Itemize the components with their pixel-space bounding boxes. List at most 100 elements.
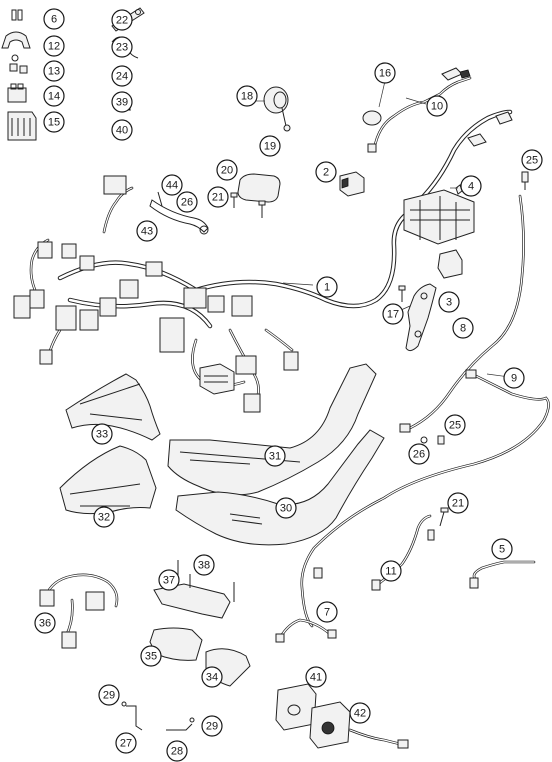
part-21-bolt bbox=[230, 192, 266, 218]
callout-39: 39 bbox=[111, 91, 133, 113]
callout-5: 5 bbox=[491, 538, 513, 560]
callout-circle bbox=[216, 159, 238, 181]
callout-21: 21 bbox=[207, 186, 229, 208]
part-2-relay bbox=[339, 171, 365, 197]
callout-label: 25 bbox=[526, 155, 538, 167]
callout-circle bbox=[305, 666, 327, 688]
callout-label: 24 bbox=[116, 71, 128, 83]
callout-circle bbox=[491, 538, 513, 560]
callout-label: 26 bbox=[413, 449, 425, 461]
callout-15: 15 bbox=[43, 111, 65, 133]
part-12-bracket bbox=[1, 31, 31, 49]
callout-circle bbox=[43, 35, 65, 57]
callout-23: 23 bbox=[111, 36, 133, 58]
callout-circle bbox=[452, 317, 474, 339]
callout-29: 29 bbox=[98, 684, 120, 706]
callout-29: 29 bbox=[201, 715, 223, 737]
callout-label: 13 bbox=[48, 66, 60, 78]
part-32-bracket bbox=[59, 445, 157, 515]
callout-label: 18 bbox=[241, 91, 253, 103]
part-20-cover bbox=[237, 173, 281, 203]
callout-label: 33 bbox=[96, 429, 108, 441]
callout-circle bbox=[521, 149, 543, 171]
callout-label: 34 bbox=[206, 672, 218, 684]
callout-label: 21 bbox=[212, 192, 224, 204]
callout-circle bbox=[43, 8, 65, 30]
callout-36: 36 bbox=[34, 612, 56, 634]
callout-26: 26 bbox=[176, 191, 198, 213]
callout-label: 29 bbox=[103, 690, 115, 702]
callout-16: 16 bbox=[374, 62, 396, 84]
callout-label: 39 bbox=[116, 97, 128, 109]
part-37-bracket bbox=[153, 560, 235, 619]
callout-circle bbox=[259, 135, 281, 157]
callout-label: 22 bbox=[116, 15, 128, 27]
callout-21: 21 bbox=[447, 492, 469, 514]
part-14-fuse-holder bbox=[7, 83, 27, 103]
callout-circle bbox=[34, 612, 56, 634]
callout-circle bbox=[316, 601, 338, 623]
callout-4: 4 bbox=[460, 175, 482, 197]
callout-circle bbox=[115, 732, 137, 754]
callout-label: 27 bbox=[120, 738, 132, 750]
part-19-screw bbox=[281, 107, 291, 132]
callout-circle bbox=[111, 36, 133, 58]
callout-label: 21 bbox=[452, 498, 464, 510]
callout-label: 29 bbox=[206, 721, 218, 733]
part-17-bolt bbox=[398, 285, 406, 302]
callout-label: 11 bbox=[385, 566, 396, 578]
callout-circle bbox=[408, 443, 430, 465]
callout-32: 32 bbox=[93, 506, 115, 528]
callout-label: 7 bbox=[324, 607, 330, 619]
callout-circle bbox=[98, 684, 120, 706]
part-15-fuse-box bbox=[7, 111, 37, 141]
callout-circle bbox=[207, 186, 229, 208]
callout-circle bbox=[374, 62, 396, 84]
callout-label: 44 bbox=[166, 180, 178, 192]
callout-13: 13 bbox=[43, 60, 65, 82]
callout-25: 25 bbox=[444, 414, 466, 436]
callout-22: 22 bbox=[111, 9, 133, 31]
callout-label: 23 bbox=[116, 42, 128, 54]
callout-circle bbox=[438, 291, 460, 313]
part-10-harness bbox=[362, 67, 472, 153]
callout-8: 8 bbox=[452, 317, 474, 339]
callout-label: 6 bbox=[51, 14, 57, 26]
callout-circle bbox=[380, 560, 402, 582]
callout-17: 17 bbox=[382, 303, 404, 325]
callout-circle bbox=[111, 91, 133, 113]
part-41-holder bbox=[275, 683, 317, 731]
callout-7: 7 bbox=[316, 601, 338, 623]
callout-circle bbox=[193, 554, 215, 576]
callout-26: 26 bbox=[408, 443, 430, 465]
callout-label: 32 bbox=[98, 512, 110, 524]
callout-circle bbox=[43, 85, 65, 107]
callout-18: 18 bbox=[236, 85, 258, 107]
callout-label: 8 bbox=[460, 323, 466, 335]
callout-label: 5 bbox=[499, 544, 505, 556]
part-6-clip bbox=[11, 9, 23, 21]
callout-circle bbox=[111, 9, 133, 31]
callout-circle bbox=[136, 220, 158, 242]
callout-34: 34 bbox=[201, 666, 223, 688]
callout-circle bbox=[444, 414, 466, 436]
callout-circle bbox=[382, 303, 404, 325]
callout-circle bbox=[316, 276, 338, 298]
callout-circle bbox=[176, 191, 198, 213]
callout-10: 10 bbox=[426, 95, 448, 117]
part-5-cable bbox=[469, 560, 536, 589]
callout-44: 44 bbox=[161, 174, 183, 196]
callout-circle bbox=[43, 60, 65, 82]
callout-circle bbox=[236, 85, 258, 107]
callout-label: 40 bbox=[116, 125, 128, 137]
callout-label: 4 bbox=[468, 181, 474, 193]
callout-circle bbox=[264, 445, 286, 467]
callout-3: 3 bbox=[438, 291, 460, 313]
callout-label: 35 bbox=[145, 651, 157, 663]
callout-40: 40 bbox=[111, 119, 133, 141]
callout-circle bbox=[275, 497, 297, 519]
callout-9: 9 bbox=[503, 367, 525, 389]
callout-circle bbox=[93, 506, 115, 528]
callout-33: 33 bbox=[91, 423, 113, 445]
